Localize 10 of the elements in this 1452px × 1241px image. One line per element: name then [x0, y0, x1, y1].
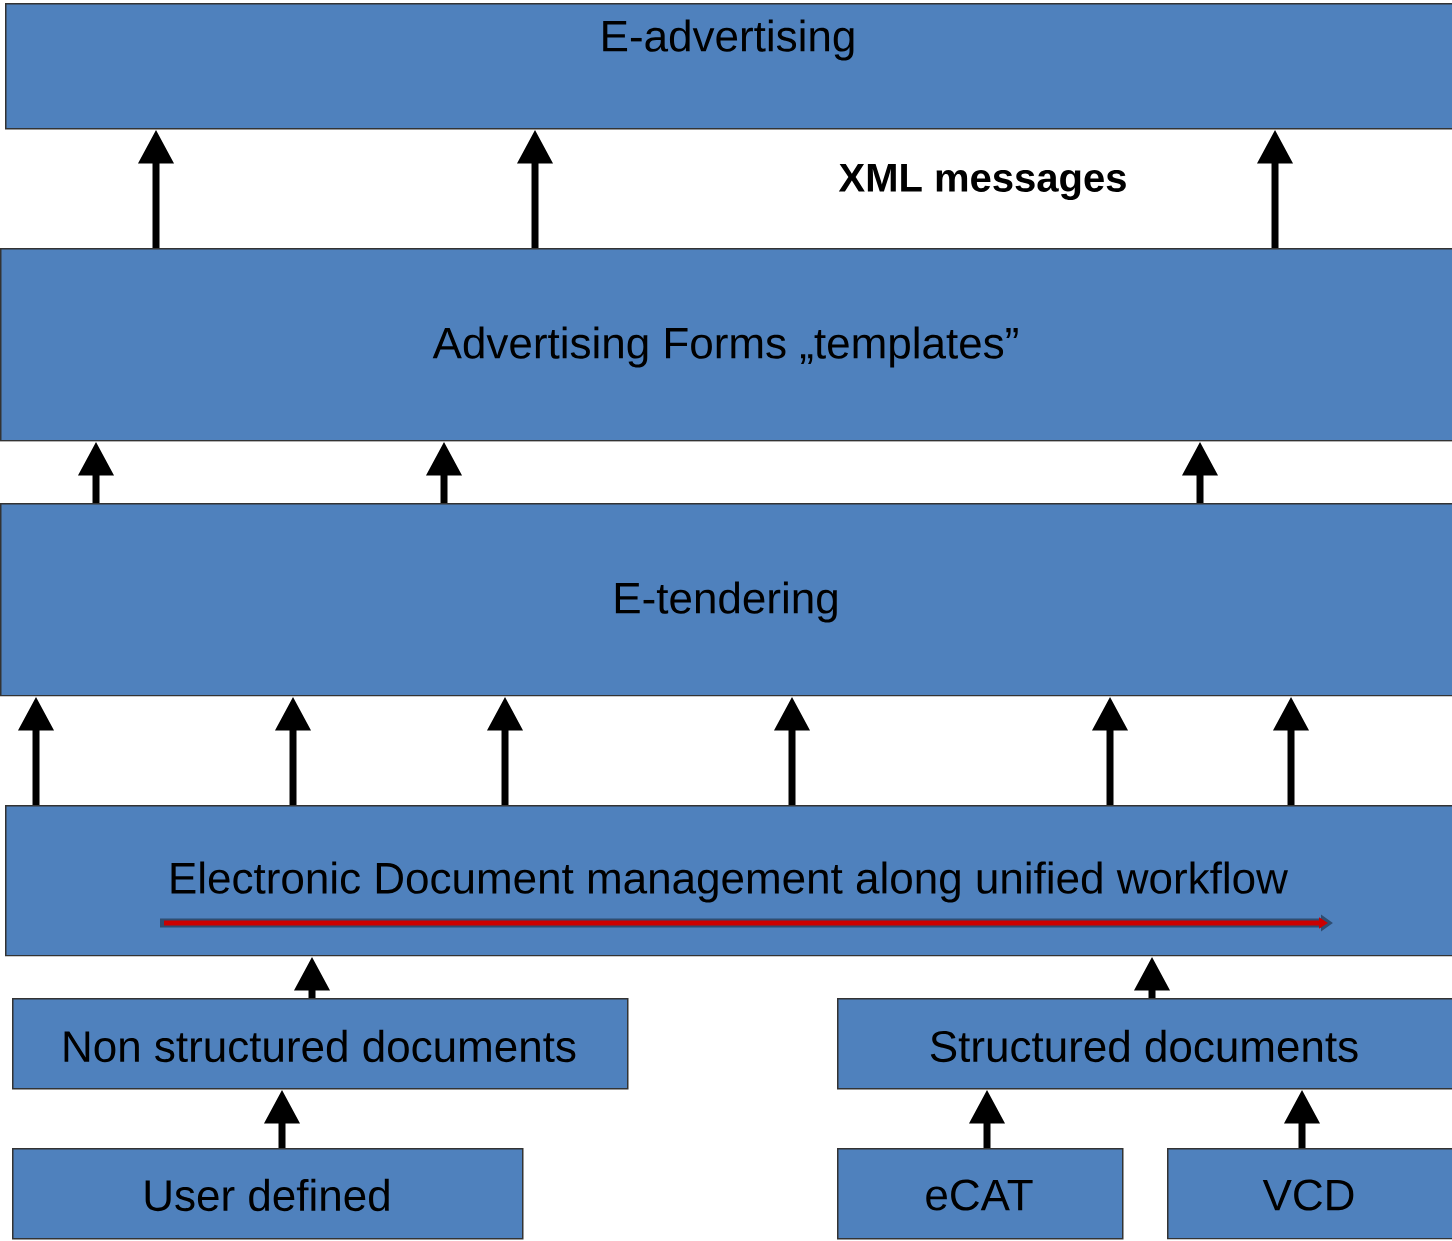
process-box: Advertising Forms „templates” [0, 248, 1452, 442]
process-box: eCAT [837, 1148, 1124, 1240]
process-box: VCD [1167, 1148, 1452, 1240]
process-box: E-advertising [5, 3, 1452, 130]
annotation-text: XML messages [838, 164, 1126, 200]
process-box: Non structured documents [12, 998, 629, 1090]
process-box: Structured documents [837, 998, 1452, 1090]
process-box: User defined [12, 1148, 524, 1240]
process-box: E-tendering [0, 503, 1452, 697]
process-box: Electronic Document management along unified workflow [5, 805, 1452, 957]
